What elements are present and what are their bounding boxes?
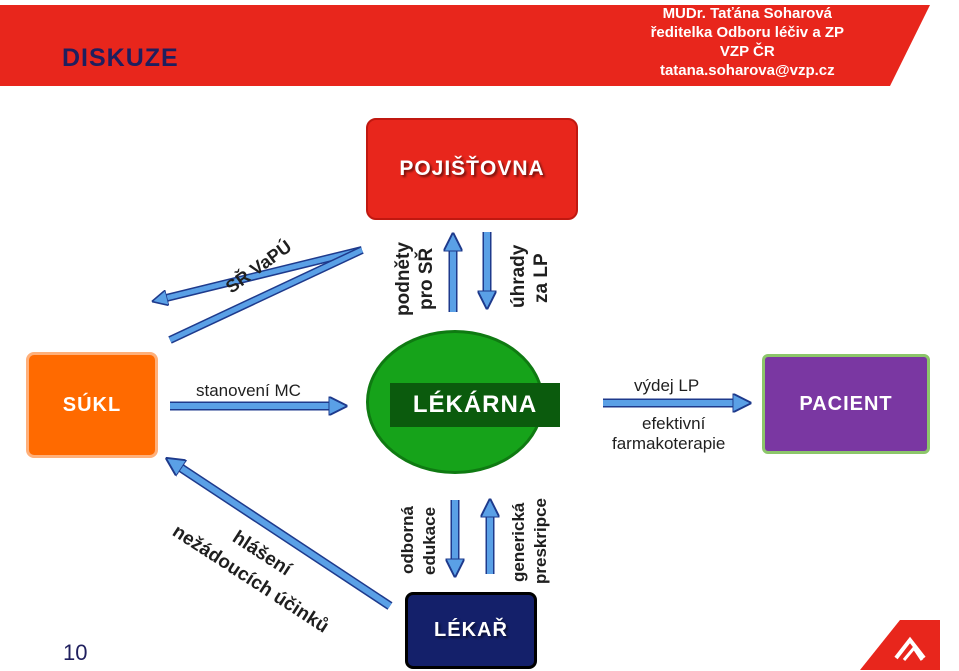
label-genericka: generická [509,502,528,582]
label-preskripce: preskripce [531,498,550,584]
label-farmakoterapie: farmakoterapie [612,434,726,453]
label-uhrady-line1: úhrady [508,244,529,308]
label-uhrady-line2: za LP [531,253,552,303]
page-number: 10 [63,640,88,665]
author-email: tatana.soharova@vzp.cz [659,62,835,79]
node-lekar: LÉKAŘ [405,592,537,669]
node-pacient: PACIENT [762,354,930,454]
page-title: DISKUZE [62,44,179,72]
author-org: VZP ČR [719,43,775,60]
author-block: MUDr. Taťána Soharová ředitelka Odboru l… [651,4,844,80]
label-edukace: edukace [420,506,439,575]
node-lekarna: LÉKÁRNA [390,383,560,427]
vzp-logo-icon [860,620,940,670]
arrow-hlaseni [172,462,393,610]
label-odborna: odborná [398,506,417,574]
label-efektivni: efektivní [642,414,706,433]
label-vydej-lp: výdej LP [634,376,700,395]
label-stanoveni-mc: stanovení MC [196,381,301,400]
node-pojistovna: POJIŠŤOVNA [366,118,578,220]
node-sukl: SÚKL [26,352,158,458]
arrow-sr-vapu [158,246,364,344]
author-role: ředitelka Odboru léčiv a ZP [650,24,844,41]
author-name: MUDr. Taťána Soharová [662,5,833,22]
label-podnety-line2: pro SŘ [416,247,437,310]
label-podnety-line1: podněty [393,242,414,316]
header-band [0,5,930,86]
